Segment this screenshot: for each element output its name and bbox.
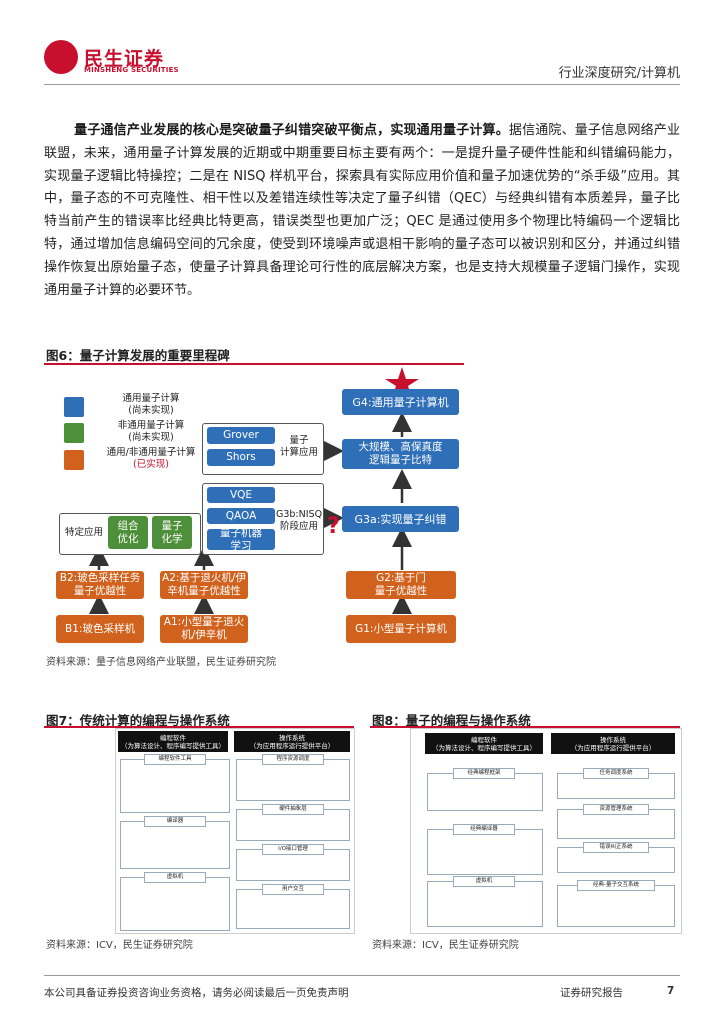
fig8-right-tab-4: 经典-量子交互系统 (577, 880, 655, 891)
fig8-left-tab-1: 经典编程框架 (453, 768, 515, 779)
grover-box: Grover (207, 427, 275, 444)
question-mark-icon: ? (327, 514, 340, 539)
fig7-left-tab-3: 虚拟机 (144, 872, 206, 883)
fig8-title-bar (370, 726, 680, 728)
fig7-title: 图7：传统计算的编程与操作系统 (46, 713, 230, 728)
fig8-left-tab-3: 虚拟机 (453, 876, 515, 887)
g2-box: G2:基于门 量子优越性 (346, 571, 456, 599)
fig8-right-section-4 (557, 885, 675, 927)
fig8-source: 资料来源：ICV，民生证券研究院 (372, 940, 519, 951)
algo-label: 量子 计算应用 (279, 435, 318, 458)
fig7-right-section-4 (236, 889, 350, 929)
fig8-right-tab-3: 错误纠正系统 (583, 842, 649, 853)
a1-box: A1:小型量子退火 机/伊辛机 (160, 615, 248, 643)
nisq-label: G3b:NISQ 阶段应用 (276, 509, 323, 532)
footer-disclaimer: 本公司具备证券投资咨询业务资格，请务必阅读最后一页免责声明 (44, 987, 349, 999)
fig8-right-tab-1: 任务调度系统 (583, 768, 649, 779)
footer-divider (44, 975, 680, 976)
body-text: 据信通院、量子信息网络产业联盟，未来，通用量子计算发展的近期或中期重要目标主要有… (44, 123, 680, 298)
fig7-left-section-3 (120, 877, 230, 931)
specific-app-label: 特定应用 (64, 527, 103, 538)
vqe-box: VQE (207, 487, 275, 503)
fig7-left-tab-2: 编译器 (144, 816, 206, 827)
b2-box: B2:玻色采样任务 量子优越性 (56, 571, 144, 599)
fig6-title: 图6：量子计算发展的重要里程碑 (46, 348, 230, 363)
logo-text-cn: 民生证券 (84, 48, 165, 70)
company-logo-icon (44, 40, 78, 74)
b1-box: B1:玻色采样机 (56, 615, 144, 643)
fig8-col1-header: 编程软件 （为算法设计、程序编写提供工具） (425, 733, 543, 754)
fig8-left-tab-2: 经典编译器 (453, 824, 515, 835)
fig7-right-tab-4: 用户交互 (262, 884, 324, 895)
body-paragraph: 量子通信产业发展的核心是突破量子纠错突破平衡点，实现通用量子计算。据信通院、量子… (44, 120, 680, 302)
qaoa-box: QAOA (207, 508, 275, 524)
goal-star-icon (385, 367, 419, 398)
fig7-left-section-2 (120, 821, 230, 869)
fig8-left-section-3 (427, 881, 543, 927)
fig6-source: 资料来源：量子信息网络产业联盟，民生证券研究院 (46, 657, 276, 668)
combo-opt-box: 组合 优化 (108, 516, 148, 549)
footer-label: 证券研究报告 (560, 987, 623, 999)
fig8-right-tab-2: 资源管理系统 (583, 804, 649, 815)
fig7-title-bar (44, 726, 354, 728)
g3a-box: G3a:实现量子纠错 (342, 506, 459, 532)
fig7-source: 资料来源：ICV，民生证券研究院 (46, 940, 193, 951)
fig8-col2-header: 操作系统 （为应用程序运行提供平台） (551, 733, 675, 754)
fig7-right-section-1 (236, 759, 350, 801)
logical-qubit-box: 大规模、高保真度 逻辑量子比特 (342, 439, 459, 469)
legend-green-swatch (64, 423, 84, 443)
qml-box: 量子机器 学习 (207, 527, 275, 552)
legend-orange-sub: (已实现) (133, 459, 169, 470)
fig6-connectors: ? (89, 367, 419, 614)
fig7-left-section-1 (120, 759, 230, 813)
legend-orange-swatch (64, 450, 84, 470)
header-divider (44, 84, 680, 85)
fig7-col1-header: 编程软件 （为算法设计、程序编写提供工具） (118, 731, 228, 752)
legend-blue-label: 通用量子计算 (尚未实现) (122, 393, 180, 416)
fig7-diagram: 编程软件 （为算法设计、程序编写提供工具） 操作系统 （为应用程序运行提供平台）… (115, 728, 355, 934)
fig7-right-tab-1: 程序资源调度 (262, 754, 324, 765)
g1-box: G1:小型量子计算机 (346, 615, 456, 643)
shors-box: Shors (207, 449, 275, 466)
fig7-right-tab-3: I/O接口管理 (262, 844, 324, 855)
logo-text-en: MINSHENG SECURITIES (84, 66, 179, 74)
legend-green-label: 非通用量子计算 (尚未实现) (117, 420, 185, 443)
fig8-diagram: 编程软件 （为算法设计、程序编写提供工具） 操作系统 （为应用程序运行提供平台）… (410, 728, 682, 934)
lead-sentence: 量子通信产业发展的核心是突破量子纠错突破平衡点，实现通用量子计算。 (74, 123, 509, 138)
report-category: 行业深度研究/计算机 (558, 66, 680, 81)
g4-box: G4:通用量子计算机 (342, 389, 459, 415)
legend-blue-swatch (64, 397, 84, 417)
fig7-right-tab-2: 硬件抽象层 (262, 804, 324, 815)
fig8-left-section-2 (427, 829, 543, 875)
fig7-col2-header: 操作系统 （为应用程序运行提供平台） (234, 731, 350, 752)
quantum-chem-box: 量子 化学 (152, 516, 192, 549)
fig8-title: 图8：量子的编程与操作系统 (372, 713, 531, 728)
page-number: 7 (667, 985, 675, 997)
fig6-title-bar (44, 363, 464, 365)
fig6-diagram: ? 通用量子计算 (尚未实现) 非通用量子计算 (尚未实现) 通用/非通用量子计… (44, 365, 464, 647)
a2-box: A2:基于退火机/伊 辛机量子优越性 (160, 571, 248, 599)
legend-orange-label: 通用/非通用量子计算 (106, 447, 196, 458)
fig7-left-tab-1: 编程软件工具 (144, 754, 206, 765)
